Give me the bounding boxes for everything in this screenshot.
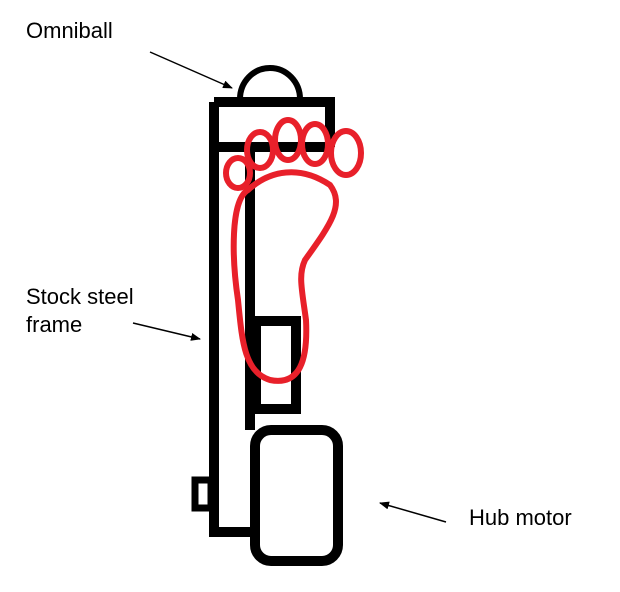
omniball-dome <box>237 64 303 100</box>
side-bracket <box>191 476 215 512</box>
omniball-arrow <box>149 51 233 89</box>
toe-2 <box>244 129 276 171</box>
frame-label-line2: frame <box>26 312 83 337</box>
toe-1 <box>223 155 253 191</box>
omniball-label: Omniball <box>26 18 113 43</box>
steel-frame-outer <box>209 97 335 537</box>
toe-4 <box>299 121 331 167</box>
hub-motor-arrow <box>379 501 447 523</box>
hub-motor-label: Hub motor <box>469 505 572 530</box>
footplate-bracket <box>251 316 301 414</box>
frame-label-line1: Stock steel <box>26 284 134 309</box>
foot-sole <box>230 169 339 384</box>
toe-3 <box>272 117 304 163</box>
foot-outline <box>223 117 364 384</box>
hub-motor-body <box>250 425 343 566</box>
toe-5 <box>328 128 364 178</box>
frame-arrow <box>132 322 201 341</box>
